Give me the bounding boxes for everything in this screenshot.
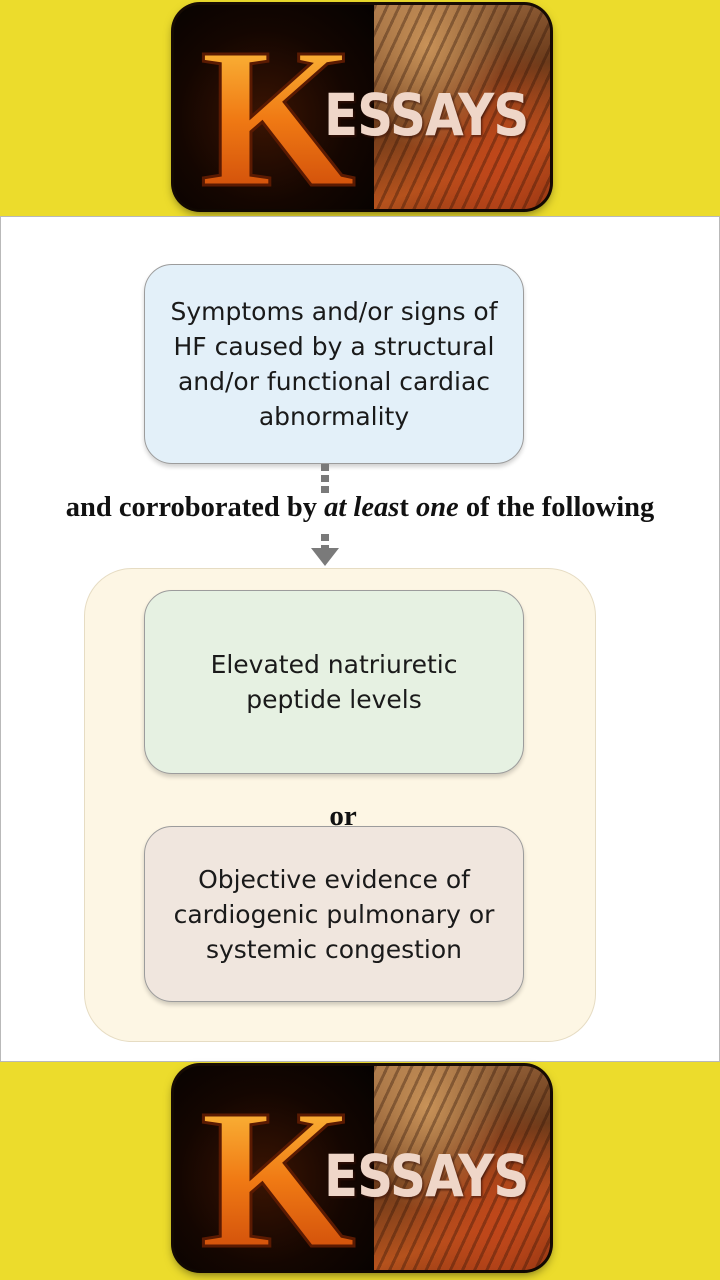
svg-text:K: K <box>200 1074 356 1264</box>
logo-wordmark: ESSAYS <box>324 1142 529 1210</box>
tiger-background <box>374 1066 550 1270</box>
top-logo: K ESSAYS <box>174 5 550 209</box>
tiger-background <box>374 5 550 209</box>
fire-k-icon: K <box>199 1074 358 1264</box>
corroboration-label: and corroborated by at least one of the … <box>65 492 655 523</box>
fire-k-icon: K <box>199 13 358 203</box>
fire-background <box>174 1066 374 1270</box>
natriuretic-peptide-box: Elevated natriuretic peptide levels <box>144 590 524 774</box>
logo-wordmark: ESSAYS <box>324 81 529 149</box>
bottom-logo: K ESSAYS <box>174 1066 550 1270</box>
congestion-evidence-box: Objective evidence of cardiogenic pulmon… <box>144 826 524 1002</box>
dotted-arrow-icon <box>311 464 339 566</box>
fire-background <box>174 5 374 209</box>
symptoms-box: Symptoms and/or signs of HF caused by a … <box>144 264 524 464</box>
svg-text:K: K <box>200 13 356 203</box>
